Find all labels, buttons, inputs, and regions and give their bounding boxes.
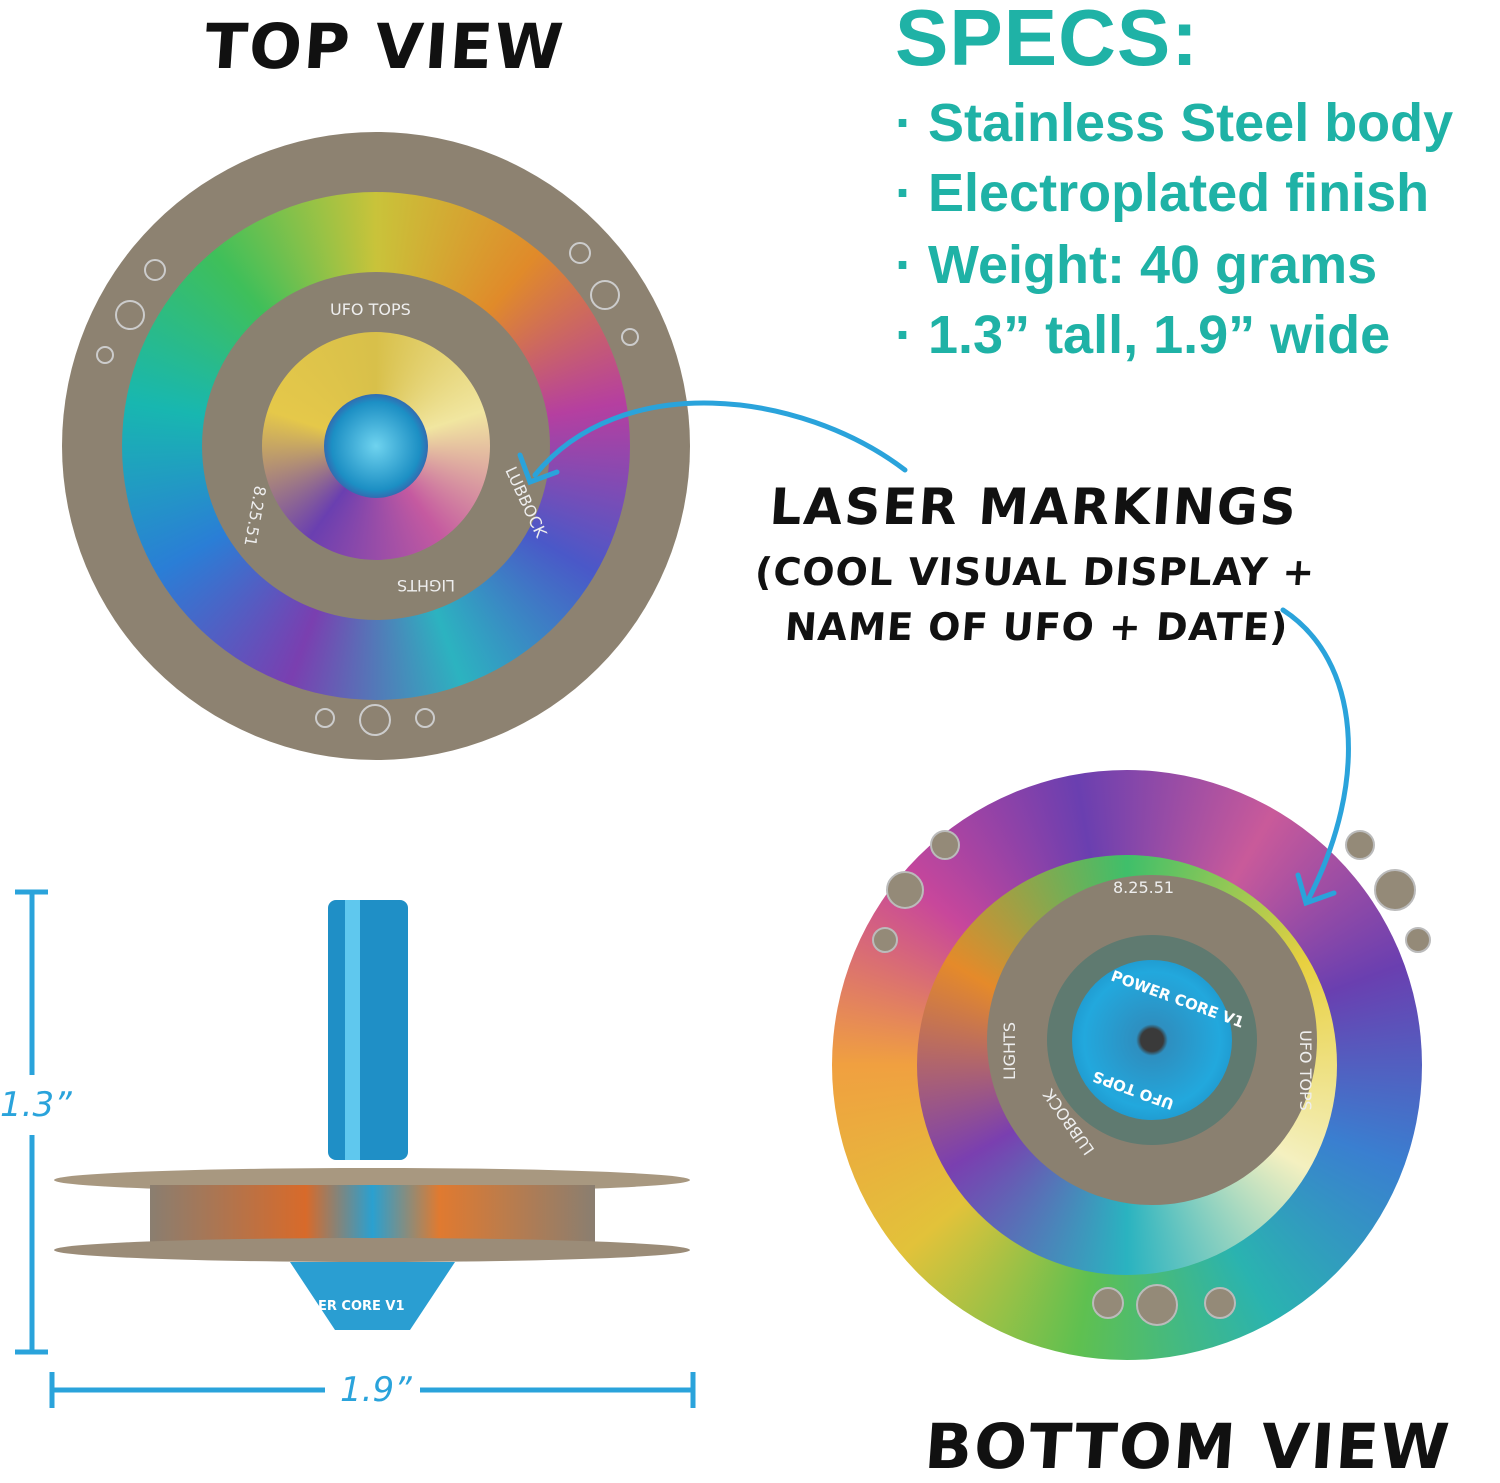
spec-text: Stainless Steel body <box>928 93 1454 153</box>
spec-text: Electroplated finish <box>928 163 1430 223</box>
width-label: 1.9” <box>340 1370 412 1410</box>
callout-arrows <box>517 400 1351 907</box>
spec-item: · 1.3” tall, 1.9” wide <box>895 304 1390 366</box>
height-dimension-line <box>15 889 48 1355</box>
bullet: · <box>895 235 913 295</box>
height-label: 1.3” <box>0 1085 72 1125</box>
blue-cap <box>324 394 428 498</box>
marking-date: 8.25.51 <box>1113 878 1174 897</box>
marking-lights: LIGHTS <box>1000 1022 1019 1080</box>
top-view-disc <box>62 132 690 760</box>
blue-cap <box>1072 960 1232 1120</box>
arrow-to-bottom-view <box>1280 607 1351 903</box>
spindle <box>328 900 408 1160</box>
spec-item: · Electroplated finish <box>895 162 1429 224</box>
spec-item: · Weight: 40 grams <box>895 234 1377 296</box>
bullet: · <box>895 305 913 365</box>
bullet: · <box>895 163 913 223</box>
decorative-circles <box>96 242 639 736</box>
arrow-head-top <box>517 452 560 486</box>
core-marking: ER CORE V1 <box>318 1299 405 1314</box>
bullet: · <box>895 93 913 153</box>
spec-item: · Stainless Steel body <box>895 92 1453 154</box>
decorative-circles <box>872 830 1431 1326</box>
spec-text: 1.3” tall, 1.9” wide <box>928 305 1391 365</box>
bottom-core <box>290 1262 455 1330</box>
marking-lights: LIGHTS <box>397 576 455 595</box>
arrow-head-bottom <box>1295 872 1337 907</box>
spec-text: Weight: 40 grams <box>928 235 1378 295</box>
specs-title: SPECS: <box>895 0 1199 82</box>
bottom-plate <box>54 1238 690 1262</box>
spindle-highlight <box>345 900 360 1160</box>
marking-ufo-tops: UFO TOPS <box>330 300 411 319</box>
marking-ufo-tops: UFO TOPS <box>1296 1030 1315 1111</box>
width-dimension-line <box>49 1372 696 1408</box>
arrow-to-top-view <box>532 400 908 478</box>
